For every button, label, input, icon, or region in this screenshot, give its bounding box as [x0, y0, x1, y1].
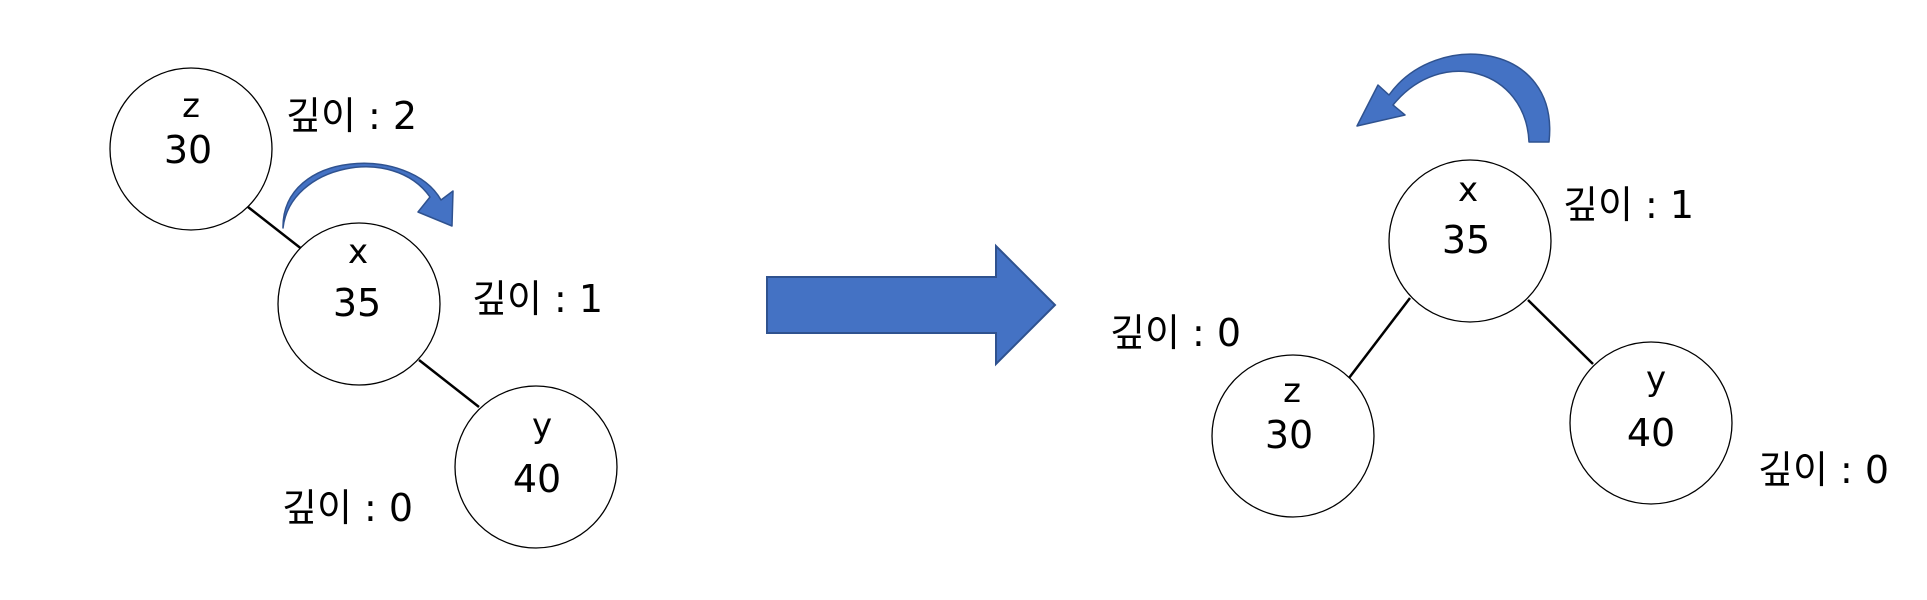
node-z-circle — [109, 67, 273, 231]
node-z-circle — [1211, 354, 1375, 518]
node-z: z 30 — [109, 67, 273, 231]
node-x: x 35 — [277, 222, 441, 386]
node-x-circle — [277, 222, 441, 386]
depth-label-z: 깊이 : 0 — [1110, 311, 1241, 355]
node-z: z 30 — [1211, 354, 1375, 518]
depth-label-y: 깊이 : 0 — [1758, 448, 1889, 492]
rotate-clockwise-arrow-icon — [282, 162, 454, 229]
depth-label-x: 깊이 : 1 — [1563, 183, 1694, 227]
node-y: y 40 — [454, 385, 618, 549]
tree-after: x 35 깊이 : 1 z 30 깊이 : 0 y 40 깊이 : 0 — [1110, 53, 1889, 518]
node-x-name: x — [348, 232, 368, 272]
rotate-counterclockwise-arrow-icon — [1356, 53, 1551, 143]
node-y-value: 40 — [513, 457, 561, 501]
transition-arrow-icon — [766, 243, 1057, 367]
edge-x-y — [1527, 299, 1594, 365]
node-y-circle — [454, 385, 618, 549]
edge-x-y — [418, 359, 480, 408]
node-x-value: 35 — [1442, 218, 1490, 262]
depth-label-y: 깊이 : 0 — [282, 486, 413, 530]
node-z-name: z — [1283, 371, 1301, 411]
depth-label-z: 깊이 : 2 — [286, 94, 417, 138]
node-x-value: 35 — [333, 281, 381, 325]
tree-before: z 30 깊이 : 2 x 35 깊이 : 1 y 40 깊이 : 0 — [109, 67, 618, 549]
node-z-value: 30 — [164, 128, 212, 172]
node-y-circle — [1569, 341, 1733, 505]
node-x-name: x — [1458, 170, 1478, 210]
node-z-name: z — [182, 86, 200, 126]
node-z-value: 30 — [1265, 413, 1313, 457]
node-y-name: y — [532, 406, 552, 446]
node-y: y 40 — [1569, 341, 1733, 505]
node-y-value: 40 — [1627, 411, 1675, 455]
depth-label-x: 깊이 : 1 — [472, 277, 603, 321]
edge-z-x — [247, 206, 304, 251]
node-x-circle — [1388, 159, 1552, 323]
node-y-name: y — [1646, 359, 1666, 399]
node-x: x 35 — [1388, 159, 1552, 323]
edge-x-z — [1348, 297, 1411, 379]
